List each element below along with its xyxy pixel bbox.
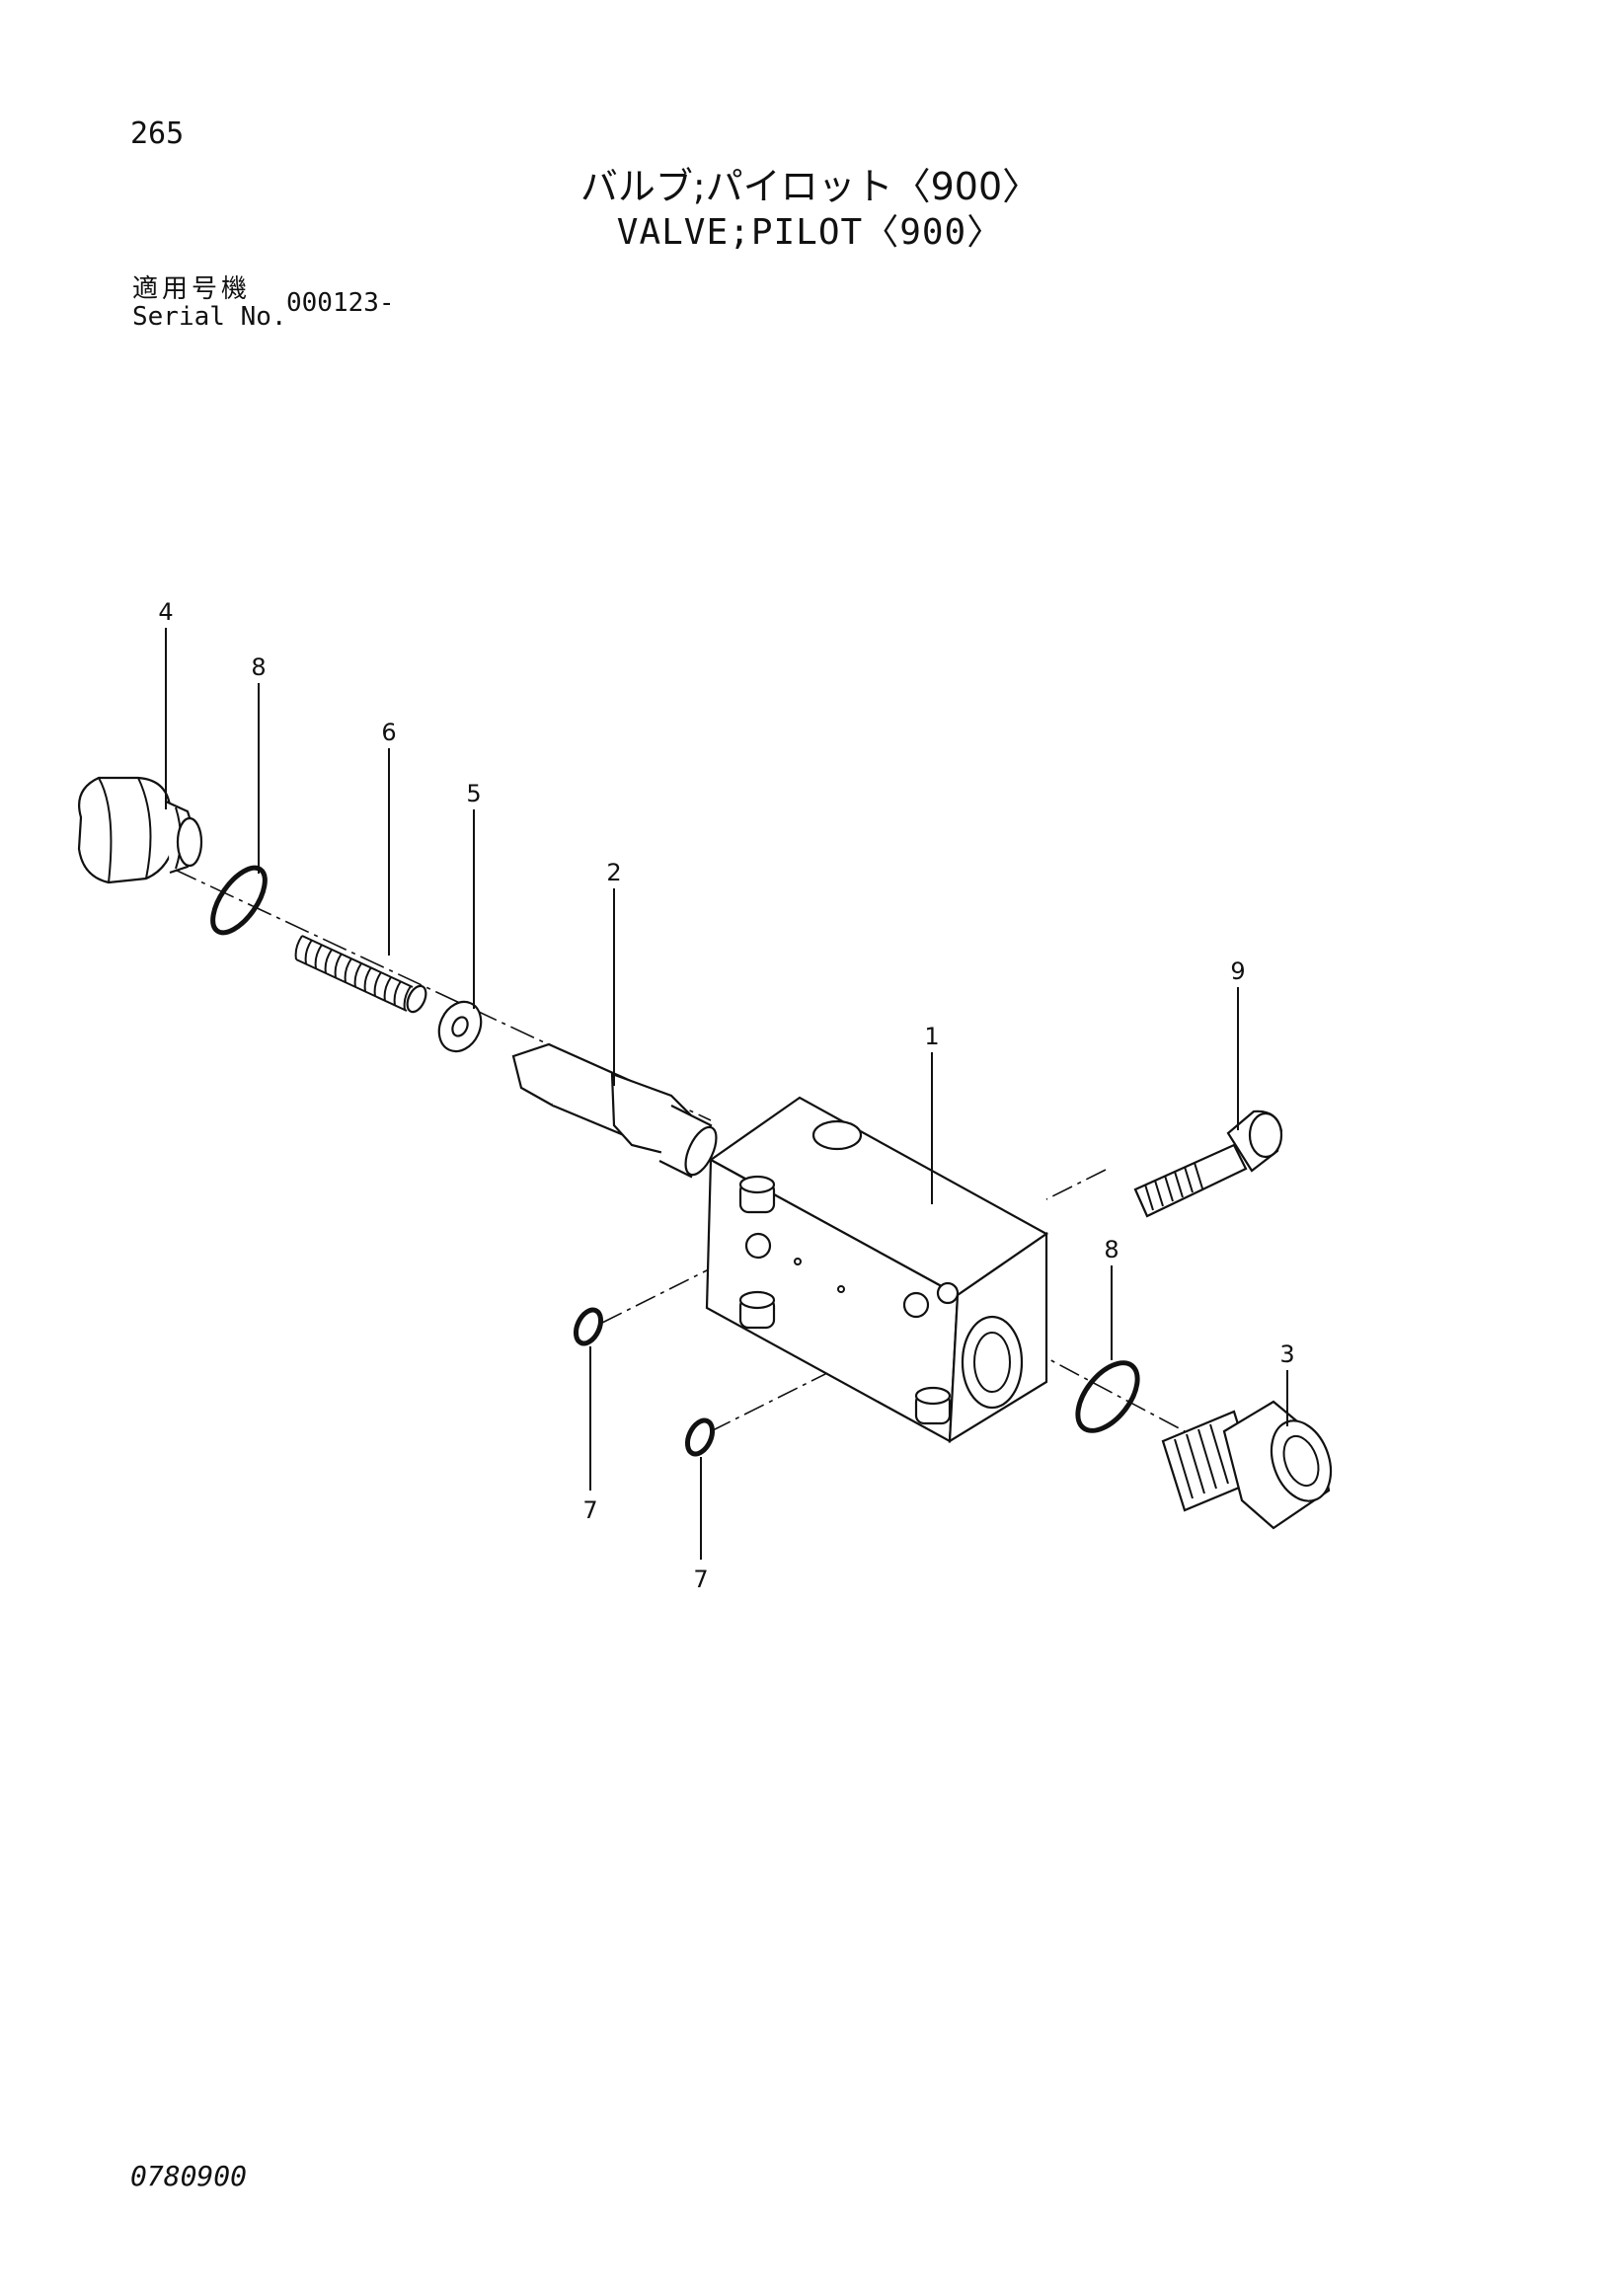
callout-label: 7 <box>693 1566 708 1593</box>
part-3-fitting <box>1161 1400 1333 1530</box>
callout-leaders <box>165 628 1288 1560</box>
part-1-valve-body <box>705 1096 1049 1444</box>
part-8-o-ring-left <box>210 865 268 936</box>
part-2-spool <box>511 1042 718 1179</box>
callout-label: 9 <box>1230 957 1245 985</box>
callout-label: 8 <box>251 653 266 681</box>
part-6-spring <box>294 935 427 1014</box>
callout-label: 6 <box>381 719 396 746</box>
callout-label: 4 <box>158 598 173 626</box>
callout-label: 5 <box>466 780 481 807</box>
serial-number-range: 000123- <box>286 288 395 318</box>
callout-label: 2 <box>606 859 621 886</box>
part-9-bolt <box>1133 1110 1283 1218</box>
part-5-washer <box>437 1000 483 1053</box>
page-title-english: VALVE;PILOT〈900〉 <box>616 212 1004 253</box>
callout-label: 7 <box>582 1496 597 1524</box>
part-4-plug <box>77 776 203 884</box>
page-title-japanese: バルブ;パイロット〈900〉 <box>579 165 1041 208</box>
document-code: 0780900 <box>130 2160 248 2192</box>
callout-labels: 1 2 3 4 5 6 7 7 8 8 9 <box>158 598 1294 1593</box>
assembly-centerlines <box>172 868 1186 1432</box>
part-8-o-ring-right <box>1075 1360 1140 1433</box>
page-number: 265 <box>130 116 185 151</box>
callout-label: 8 <box>1104 1236 1119 1263</box>
callout-label: 1 <box>924 1023 939 1050</box>
callout-label: 3 <box>1279 1340 1294 1368</box>
serial-label-japanese: 適用号機 <box>132 274 252 304</box>
serial-label-english: Serial No. <box>132 302 287 332</box>
part-7-o-ring-lower <box>684 1417 716 1457</box>
part-7-o-ring-upper <box>573 1307 604 1346</box>
